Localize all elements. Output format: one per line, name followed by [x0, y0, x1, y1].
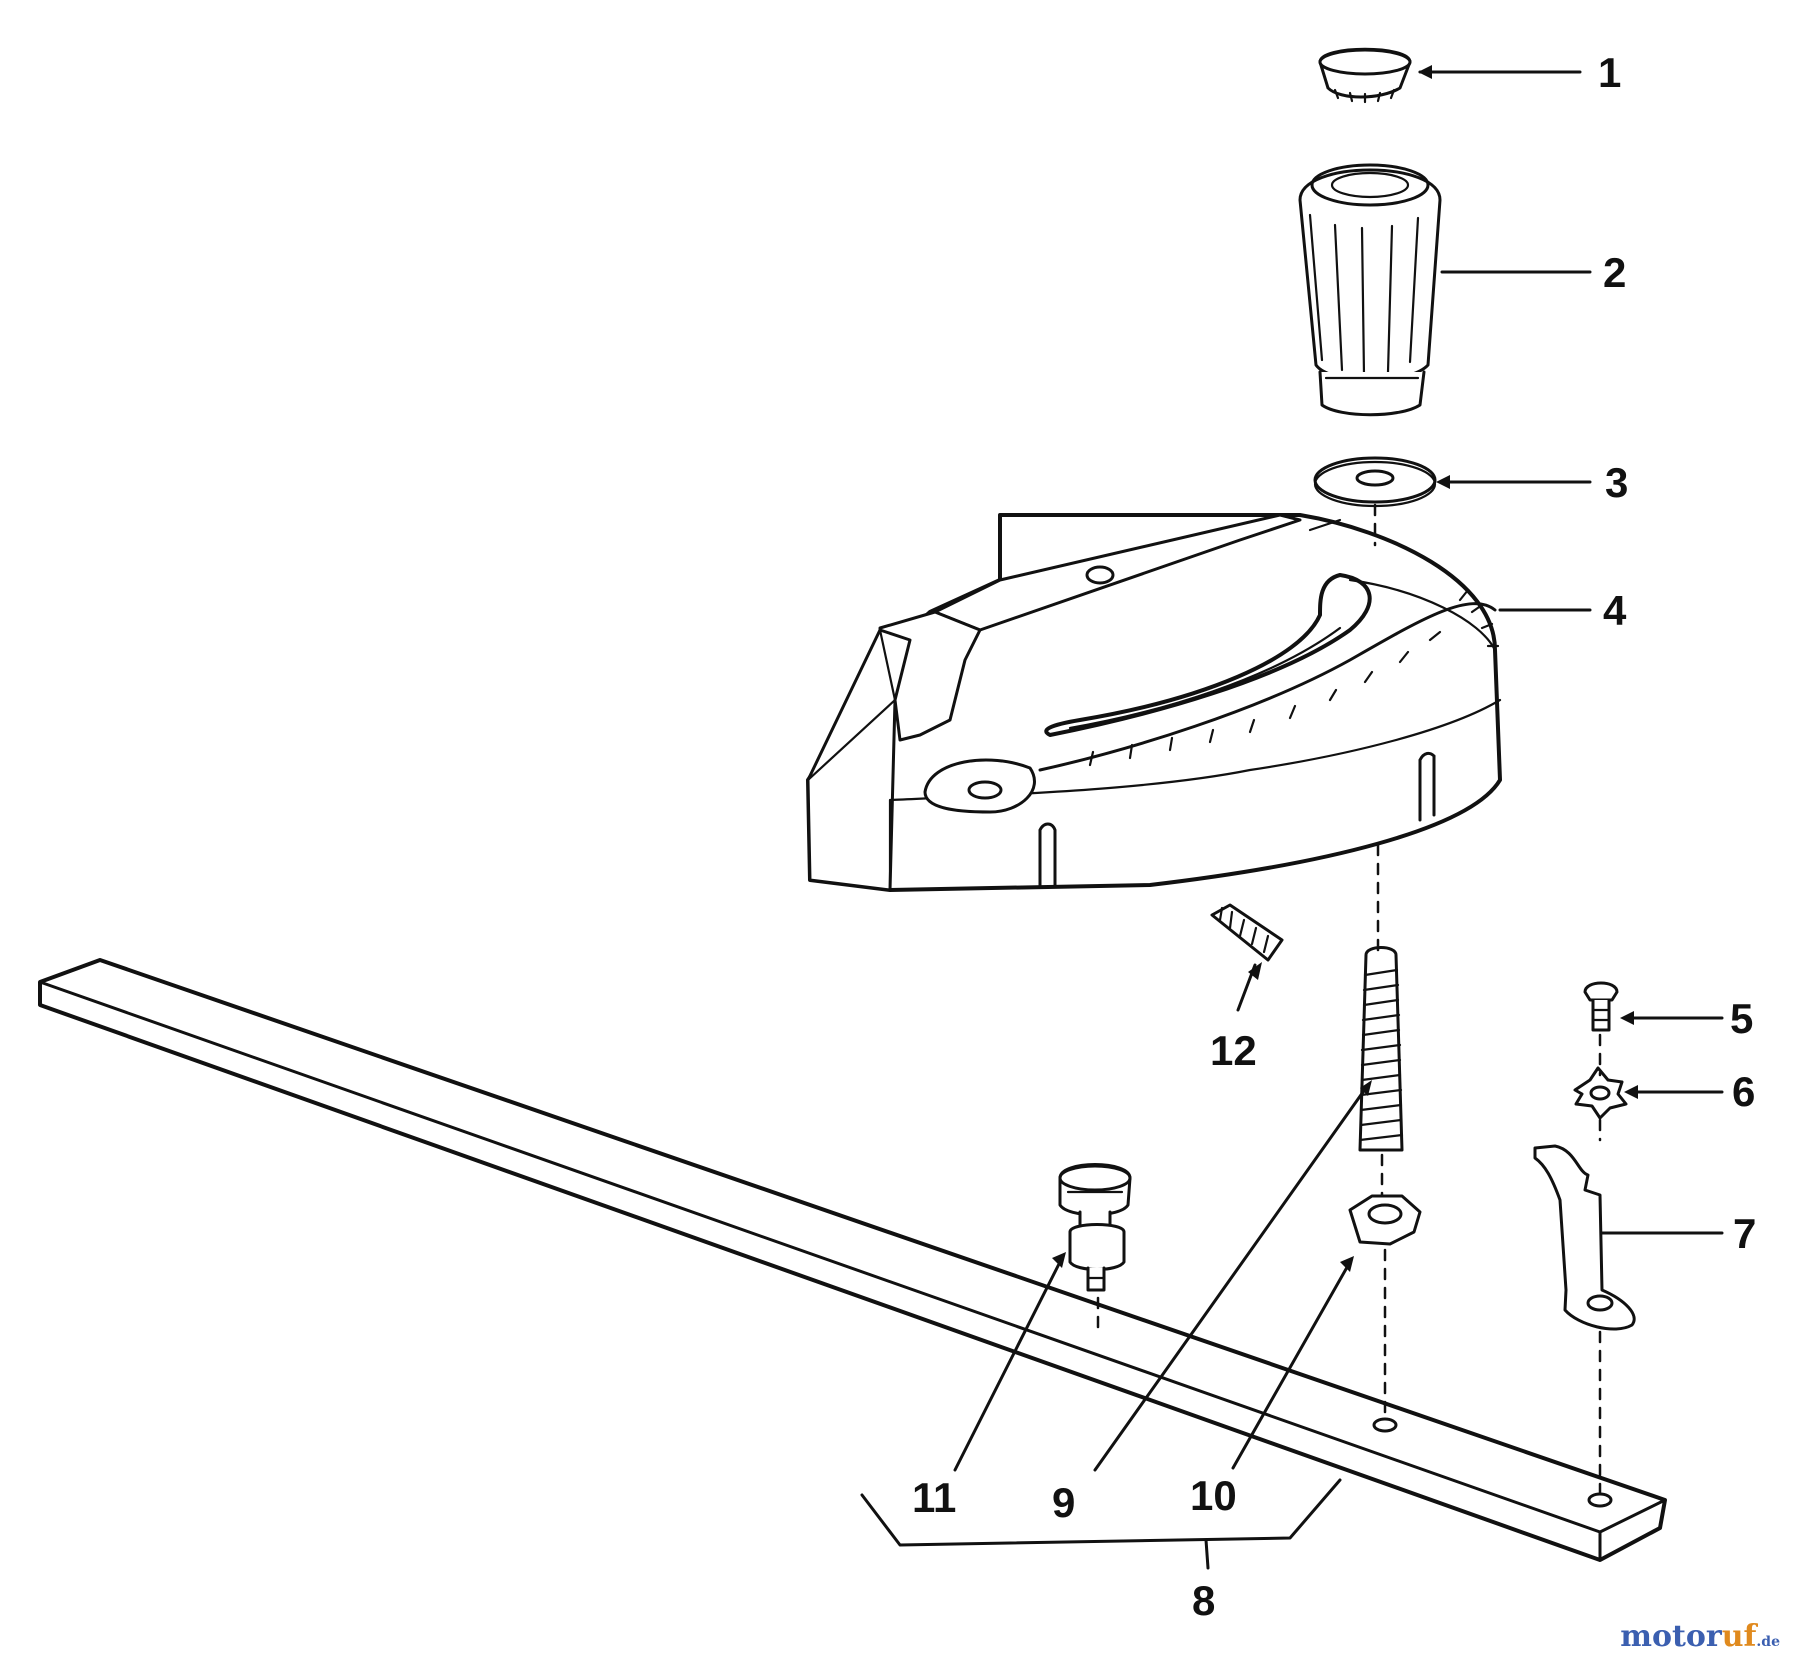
watermark-part-1: motor	[1620, 1619, 1722, 1654]
watermark-part-2: uf	[1721, 1619, 1757, 1654]
part-10-hex-nut	[1348, 1194, 1422, 1246]
label-1: 1	[1598, 49, 1621, 96]
part-4-miter-gauge-body	[806, 513, 1502, 892]
part-9-threaded-stud	[1358, 946, 1404, 1152]
part-1-cap	[1318, 47, 1412, 104]
label-12: 12	[1210, 1027, 1257, 1074]
assembly-centerlines	[1096, 503, 1602, 1497]
part-number-labels: 1 2 3 4 5 6 7 8 9 10 11 12	[912, 49, 1756, 1624]
part-12-set-screw	[1210, 903, 1284, 1012]
label-10: 10	[1190, 1472, 1237, 1519]
part-5-screw	[1583, 981, 1619, 1032]
label-4: 4	[1603, 587, 1627, 634]
part-6-lock-washer	[1573, 1066, 1628, 1120]
label-8: 8	[1192, 1577, 1215, 1624]
part-2-knob	[1298, 163, 1442, 417]
label-11: 11	[912, 1474, 956, 1521]
label-3: 3	[1605, 459, 1628, 506]
label-2: 2	[1603, 249, 1626, 296]
label-9: 9	[1052, 1479, 1075, 1526]
label-5: 5	[1730, 995, 1753, 1042]
label-6: 6	[1732, 1068, 1755, 1115]
label-7: 7	[1733, 1210, 1756, 1257]
part-7-pointer	[1533, 1144, 1636, 1331]
watermark-part-3: .de	[1756, 1634, 1780, 1650]
leader-lines	[860, 65, 1724, 1570]
motoruf-watermark: motoruf.de	[1620, 1619, 1780, 1654]
part-11-stop-screw	[1058, 1163, 1132, 1292]
part-8-miter-bar	[38, 958, 1667, 1562]
part-3-washer	[1313, 456, 1437, 508]
